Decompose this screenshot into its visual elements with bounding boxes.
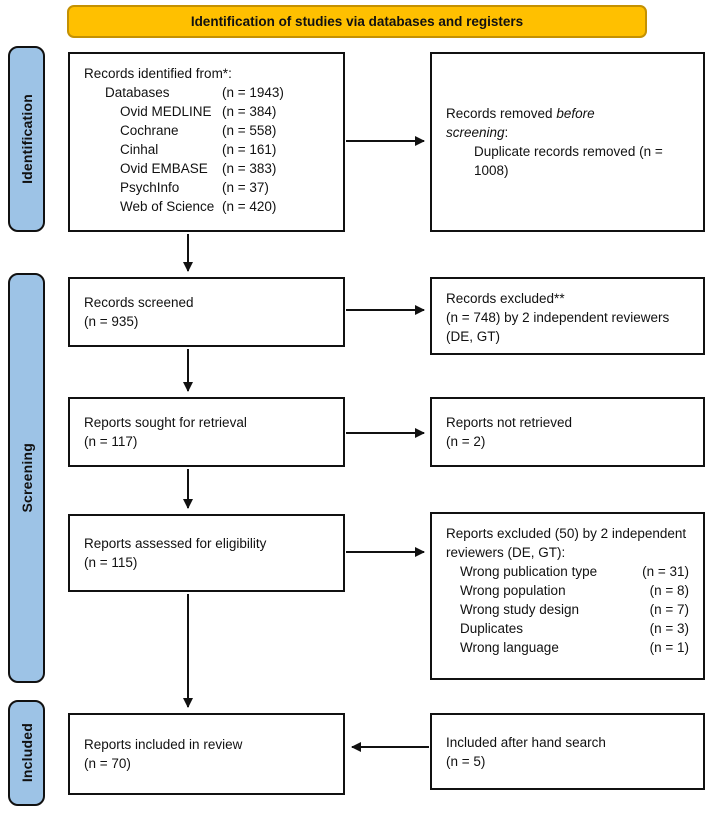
banner: Identification of studies via databases … bbox=[67, 5, 647, 38]
stage-identification-label: Identification bbox=[18, 94, 35, 184]
db-row: PsychInfo (n = 37) bbox=[120, 180, 269, 195]
records-removed-line1: Records removed before bbox=[446, 106, 595, 121]
exclusion-reason-row: Wrong study design (n = 7) bbox=[460, 602, 689, 617]
box-records-excluded: Records excluded** (n = 748) by 2 indepe… bbox=[430, 277, 705, 355]
db-row: Databases (n = 1943) bbox=[105, 85, 284, 100]
box-records-removed: Records removed before screening: Duplic… bbox=[430, 52, 705, 232]
db-row: Cochrane (n = 558) bbox=[120, 123, 277, 138]
db-row: Ovid EMBASE (n = 383) bbox=[120, 161, 277, 176]
stage-screening: Screening bbox=[8, 273, 45, 683]
banner-title: Identification of studies via databases … bbox=[190, 14, 524, 29]
box-reports-included: Reports included in review (n = 70) bbox=[68, 713, 345, 795]
stage-screening-label: Screening bbox=[18, 443, 35, 513]
records-removed-line2: screening: bbox=[446, 125, 509, 140]
records-removed-detail: Duplicate records removed (n = 1008) bbox=[474, 144, 663, 178]
exclusion-reason-row: Duplicates (n = 3) bbox=[460, 621, 689, 636]
stage-included: Included bbox=[8, 700, 45, 806]
exclusion-reason-row: Wrong publication type (n = 31) bbox=[460, 564, 689, 579]
box-reports-sought: Reports sought for retrieval (n = 117) bbox=[68, 397, 345, 467]
exclusion-reason-row: Wrong language (n = 1) bbox=[460, 640, 689, 655]
box-records-identified: Records identified from*: Databases (n =… bbox=[68, 52, 345, 232]
reports-excluded-title: Reports excluded (50) by 2 independent r… bbox=[446, 526, 687, 560]
db-row: Cinhal (n = 161) bbox=[120, 142, 277, 157]
box-included-hand-search: Included after hand search (n = 5) bbox=[430, 713, 705, 790]
box-reports-excluded: Reports excluded (50) by 2 independent r… bbox=[430, 512, 705, 680]
db-row: Web of Science (n = 420) bbox=[120, 199, 277, 214]
box-records-screened: Records screened (n = 935) bbox=[68, 277, 345, 347]
exclusion-reason-row: Wrong population (n = 8) bbox=[460, 583, 689, 598]
stage-included-label: Included bbox=[18, 723, 35, 783]
box-reports-assessed: Reports assessed for eligibility (n = 11… bbox=[68, 514, 345, 592]
records-identified-title: Records identified from*: bbox=[84, 66, 232, 81]
box-reports-not-retrieved: Reports not retrieved (n = 2) bbox=[430, 397, 705, 467]
stage-identification: Identification bbox=[8, 46, 45, 232]
db-row: Ovid MEDLINE (n = 384) bbox=[120, 104, 277, 119]
